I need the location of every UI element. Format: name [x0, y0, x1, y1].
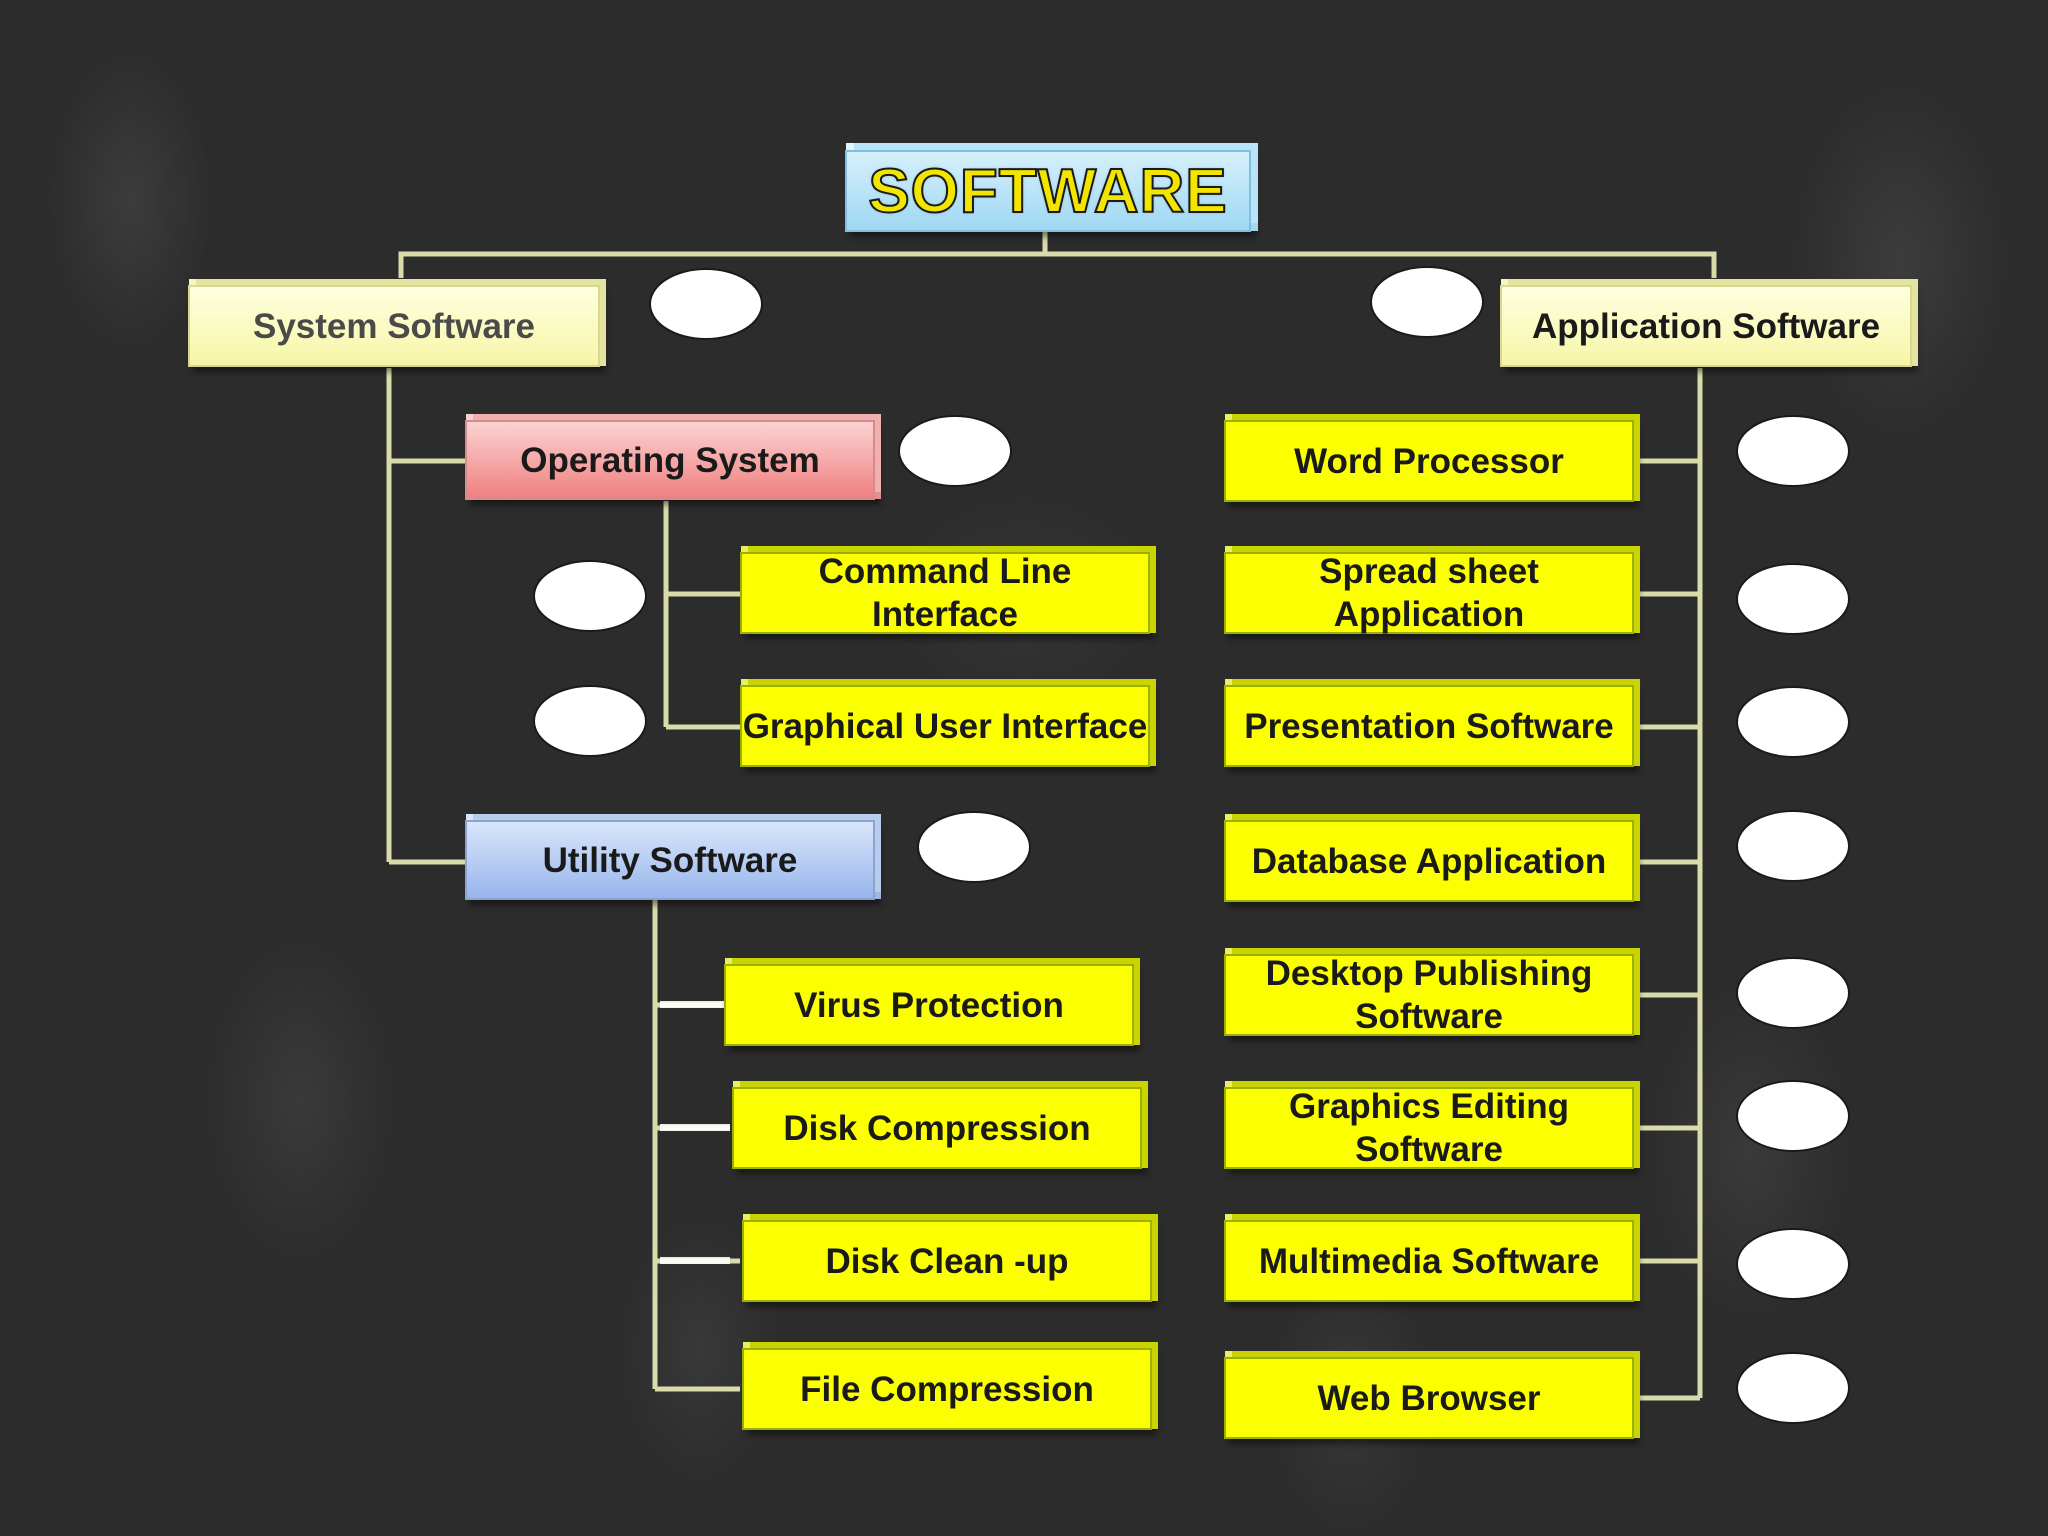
utility-software-node: Utility Software	[465, 820, 875, 900]
answer-oval[interactable]	[1736, 1080, 1850, 1152]
answer-oval[interactable]	[898, 415, 1012, 487]
answer-oval[interactable]	[917, 811, 1031, 883]
answer-oval[interactable]	[1736, 686, 1850, 758]
answer-oval[interactable]	[1736, 1228, 1850, 1300]
disk-compression-node: Disk Compression	[732, 1087, 1142, 1169]
answer-oval[interactable]	[1736, 563, 1850, 635]
app-item-node: Presentation Software	[1224, 685, 1634, 767]
app-item-node: Word Processor	[1224, 420, 1634, 502]
answer-oval[interactable]	[1370, 266, 1484, 338]
answer-oval[interactable]	[533, 560, 647, 632]
system-software-node: System Software	[188, 285, 600, 367]
app-item-node: Multimedia Software	[1224, 1220, 1634, 1302]
app-item-node: Desktop Publishing Software	[1224, 954, 1634, 1036]
answer-oval[interactable]	[1736, 1352, 1850, 1424]
file-compression-node: File Compression	[742, 1348, 1152, 1430]
app-item-node: Spread sheet Application	[1224, 552, 1634, 634]
answer-oval[interactable]	[1736, 957, 1850, 1029]
highlight-mark	[660, 1001, 730, 1008]
application-software-node: Application Software	[1500, 285, 1912, 367]
answer-oval[interactable]	[533, 685, 647, 757]
highlight-mark	[660, 1124, 730, 1131]
highlight-mark	[660, 1257, 730, 1264]
app-item-node: Database Application	[1224, 820, 1634, 902]
app-item-node: Graphics Editing Software	[1224, 1087, 1634, 1169]
answer-oval[interactable]	[1736, 415, 1850, 487]
virus-protection-node: Virus Protection	[724, 964, 1134, 1046]
operating-system-node: Operating System	[465, 420, 875, 500]
cli-node: Command Line Interface	[740, 552, 1150, 634]
disk-cleanup-node: Disk Clean -up	[742, 1220, 1152, 1302]
connector-root-bar	[398, 251, 1717, 278]
app-item-node: Web Browser	[1224, 1357, 1634, 1439]
gui-node: Graphical User Interface	[740, 685, 1150, 767]
root-node: SOFTWARE	[845, 150, 1251, 232]
answer-oval[interactable]	[649, 268, 763, 340]
answer-oval[interactable]	[1736, 810, 1850, 882]
